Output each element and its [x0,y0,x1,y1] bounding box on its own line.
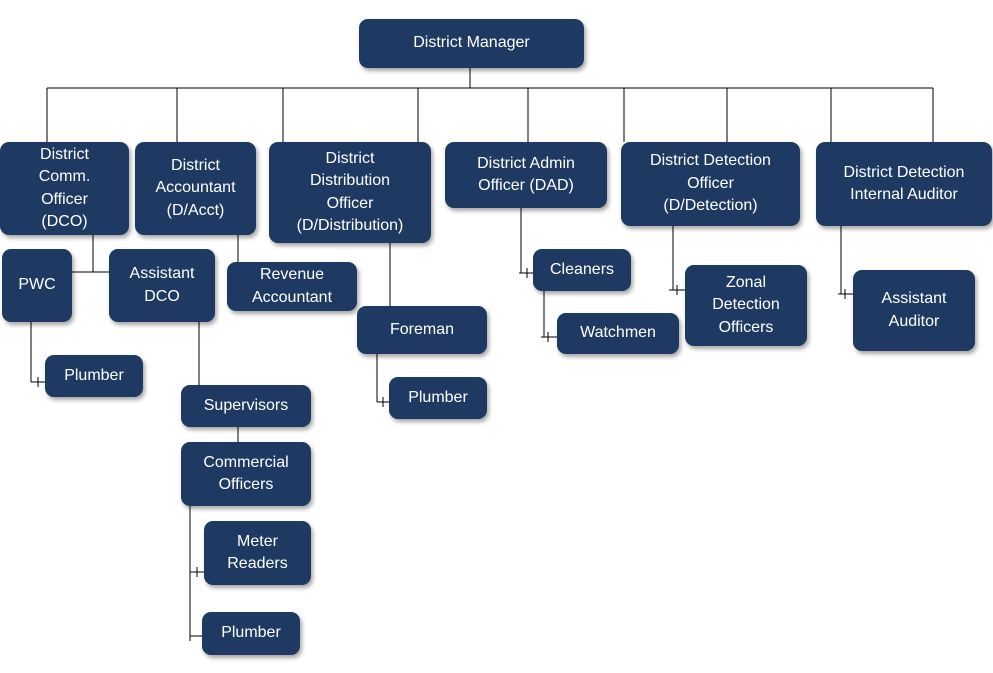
node-district-manager: District Manager [359,19,584,68]
node-district-detection-internal-auditor: District Detection Internal Auditor [816,142,992,226]
node-watchmen: Watchmen [557,313,679,354]
node-assistant-dco: Assistant DCO [109,249,215,322]
node-revenue-accountant: Revenue Accountant [227,262,357,311]
node-district-accountant: District Accountant (D/Acct) [135,142,256,235]
node-pwc-plumber: Plumber [45,355,143,397]
node-meter-readers: Meter Readers [204,521,311,585]
node-district-distribution-officer: District Distribution Officer (D/Distrib… [269,142,431,243]
node-district-admin-officer: District Admin Officer (DAD) [445,142,607,208]
node-commercial-plumber: Plumber [202,612,300,655]
node-cleaners: Cleaners [533,249,631,291]
node-assistant-auditor: Assistant Auditor [853,270,975,351]
node-pwc: PWC [2,249,72,322]
node-district-detection-officer: District Detection Officer (D/Detection) [621,142,800,226]
node-commercial-officers: Commercial Officers [181,442,311,506]
node-supervisors: Supervisors [181,385,311,427]
node-foreman-plumber: Plumber [389,377,487,419]
node-zonal-detection-officers: Zonal Detection Officers [685,265,807,346]
node-district-comm-officer: District Comm. Officer (DCO) [0,142,129,235]
node-foreman: Foreman [357,306,487,354]
